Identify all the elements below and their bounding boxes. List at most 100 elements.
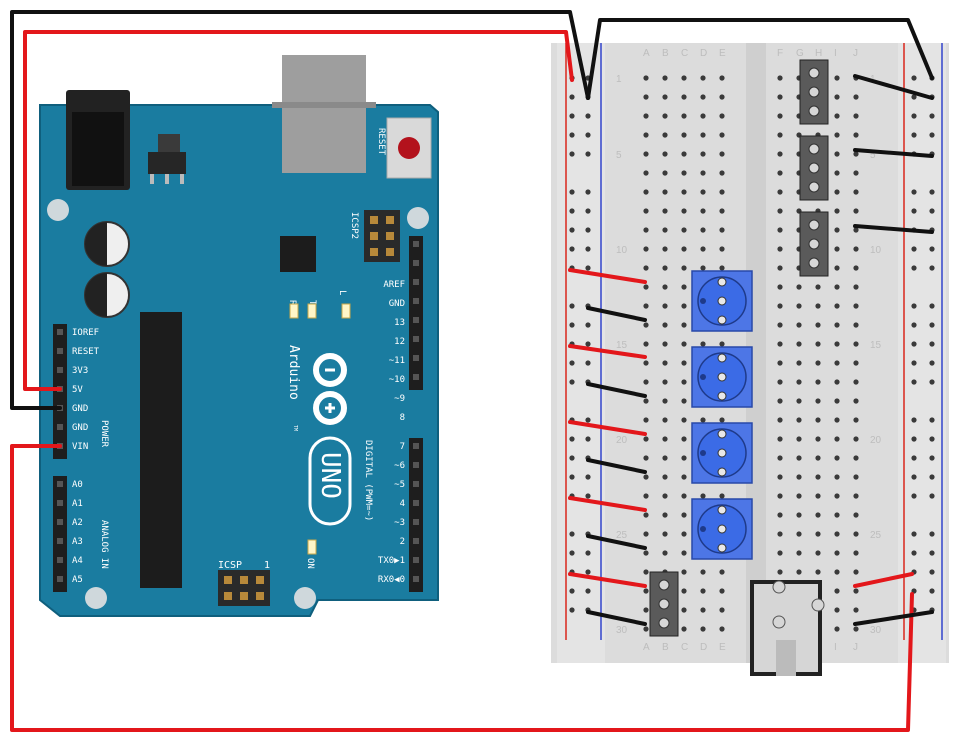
row-label: 25 [870, 530, 882, 541]
breadboard-hole [853, 417, 859, 423]
breadboard-hole [777, 322, 783, 328]
breadboard-hole [719, 493, 725, 499]
power-header [53, 324, 67, 459]
breadboard-hole [662, 189, 668, 195]
breadboard-hole [681, 132, 687, 138]
breadboard-hole [777, 493, 783, 499]
header-strip [409, 438, 423, 592]
header-pin [57, 481, 63, 487]
breadboard-hole [681, 265, 687, 271]
rail-hole [569, 360, 575, 366]
breadboard-hole [700, 265, 706, 271]
breadboard-hole [777, 303, 783, 309]
potentiometer[interactable] [691, 498, 753, 560]
audio-jack-barrel [776, 640, 796, 676]
three-pin-header-pin [808, 105, 820, 117]
pin-labels: IOREFRESET3V35VGNDGNDVINA0A1A2A3A4A5AREF… [72, 280, 405, 585]
digital-pin-label: 8 [400, 413, 405, 423]
reset-button[interactable] [386, 117, 432, 179]
wire-pot4-vcc [568, 496, 647, 512]
breadboard-hole [796, 436, 802, 442]
potentiometer-pin [717, 467, 727, 477]
three-pin-header-pin [808, 143, 820, 155]
potentiometer[interactable] [691, 422, 753, 484]
rail-hole [929, 265, 935, 271]
breadboard-hole [834, 569, 840, 575]
l-led [341, 303, 351, 319]
breadboard-hole [815, 284, 821, 290]
rail-hole [911, 322, 917, 328]
breadboard-hole [834, 75, 840, 81]
icsp-pin [386, 248, 394, 256]
column-label: G [796, 48, 804, 59]
potentiometer[interactable] [691, 270, 753, 332]
regulator-pin [150, 174, 154, 184]
header-pin [413, 355, 419, 361]
rail-hole [911, 303, 917, 309]
rail-hole [911, 550, 917, 556]
left-power-rail [557, 43, 605, 663]
wire-vin-red [10, 444, 914, 732]
breadboard-hole [662, 436, 668, 442]
power-pin-label: 5V [72, 385, 83, 395]
potentiometer-pin [717, 315, 727, 325]
potentiometer[interactable] [691, 346, 753, 408]
breadboard-hole [719, 94, 725, 100]
rail-hole [585, 493, 591, 499]
header-pin [413, 241, 419, 247]
breadboard-hole [719, 75, 725, 81]
wire-jack-gnd [853, 610, 934, 626]
wire-header3-gnd [853, 224, 934, 234]
wires [10, 10, 934, 732]
header-pin [413, 557, 419, 563]
brand-label: Arduino [286, 345, 301, 400]
breadboard-hole [643, 531, 649, 537]
icsp-pin1-label: 1 [264, 560, 270, 571]
reset-button-cap[interactable] [398, 137, 420, 159]
analog-group-label: ANALOG IN [99, 520, 109, 569]
breadboard-hole [643, 398, 649, 404]
breadboard-hole [777, 550, 783, 556]
icsp-pin [224, 576, 232, 584]
breadboard-hole [834, 493, 840, 499]
breadboard-hole [796, 531, 802, 537]
rx-led [289, 303, 299, 319]
rail-hole [911, 75, 917, 81]
header-pin [57, 424, 63, 430]
breadboard-hole [777, 360, 783, 366]
breadboard-hole [834, 531, 840, 537]
row-label: 5 [870, 150, 876, 161]
breadboard-hole [815, 398, 821, 404]
breadboard-hole [834, 360, 840, 366]
breadboard-hole [643, 227, 649, 233]
breadboard-hole [643, 607, 649, 613]
uno-badge [308, 436, 352, 526]
breadboard-hole [662, 75, 668, 81]
wire-header4-gnd [586, 610, 647, 626]
rail-hole [585, 265, 591, 271]
power-pin-label: GND [72, 404, 88, 414]
rail-hole [911, 379, 917, 385]
breadboard-hole [662, 151, 668, 157]
rail-hole [929, 113, 935, 119]
wire-gnd-bridge-black [586, 18, 934, 100]
rail-hole [911, 132, 917, 138]
breadboard-hole [834, 189, 840, 195]
breadboard-hole [815, 512, 821, 518]
header-pin [57, 519, 63, 525]
three-pin-header [799, 211, 829, 277]
rail-hole [929, 550, 935, 556]
breadboard-hole [853, 531, 859, 537]
row-label: 15 [870, 340, 882, 351]
usb-chip [280, 236, 316, 272]
breadboard-hole [834, 170, 840, 176]
row-label: 20 [870, 435, 882, 446]
wire-pot1-vcc [568, 268, 647, 284]
rail-hole [585, 341, 591, 347]
breadboard-hole [853, 569, 859, 575]
column-label: J [853, 48, 858, 59]
breadboard-hole [777, 265, 783, 271]
breadboard-hole [643, 94, 649, 100]
breadboard-hole [834, 151, 840, 157]
three-pin-header-pin [808, 181, 820, 193]
